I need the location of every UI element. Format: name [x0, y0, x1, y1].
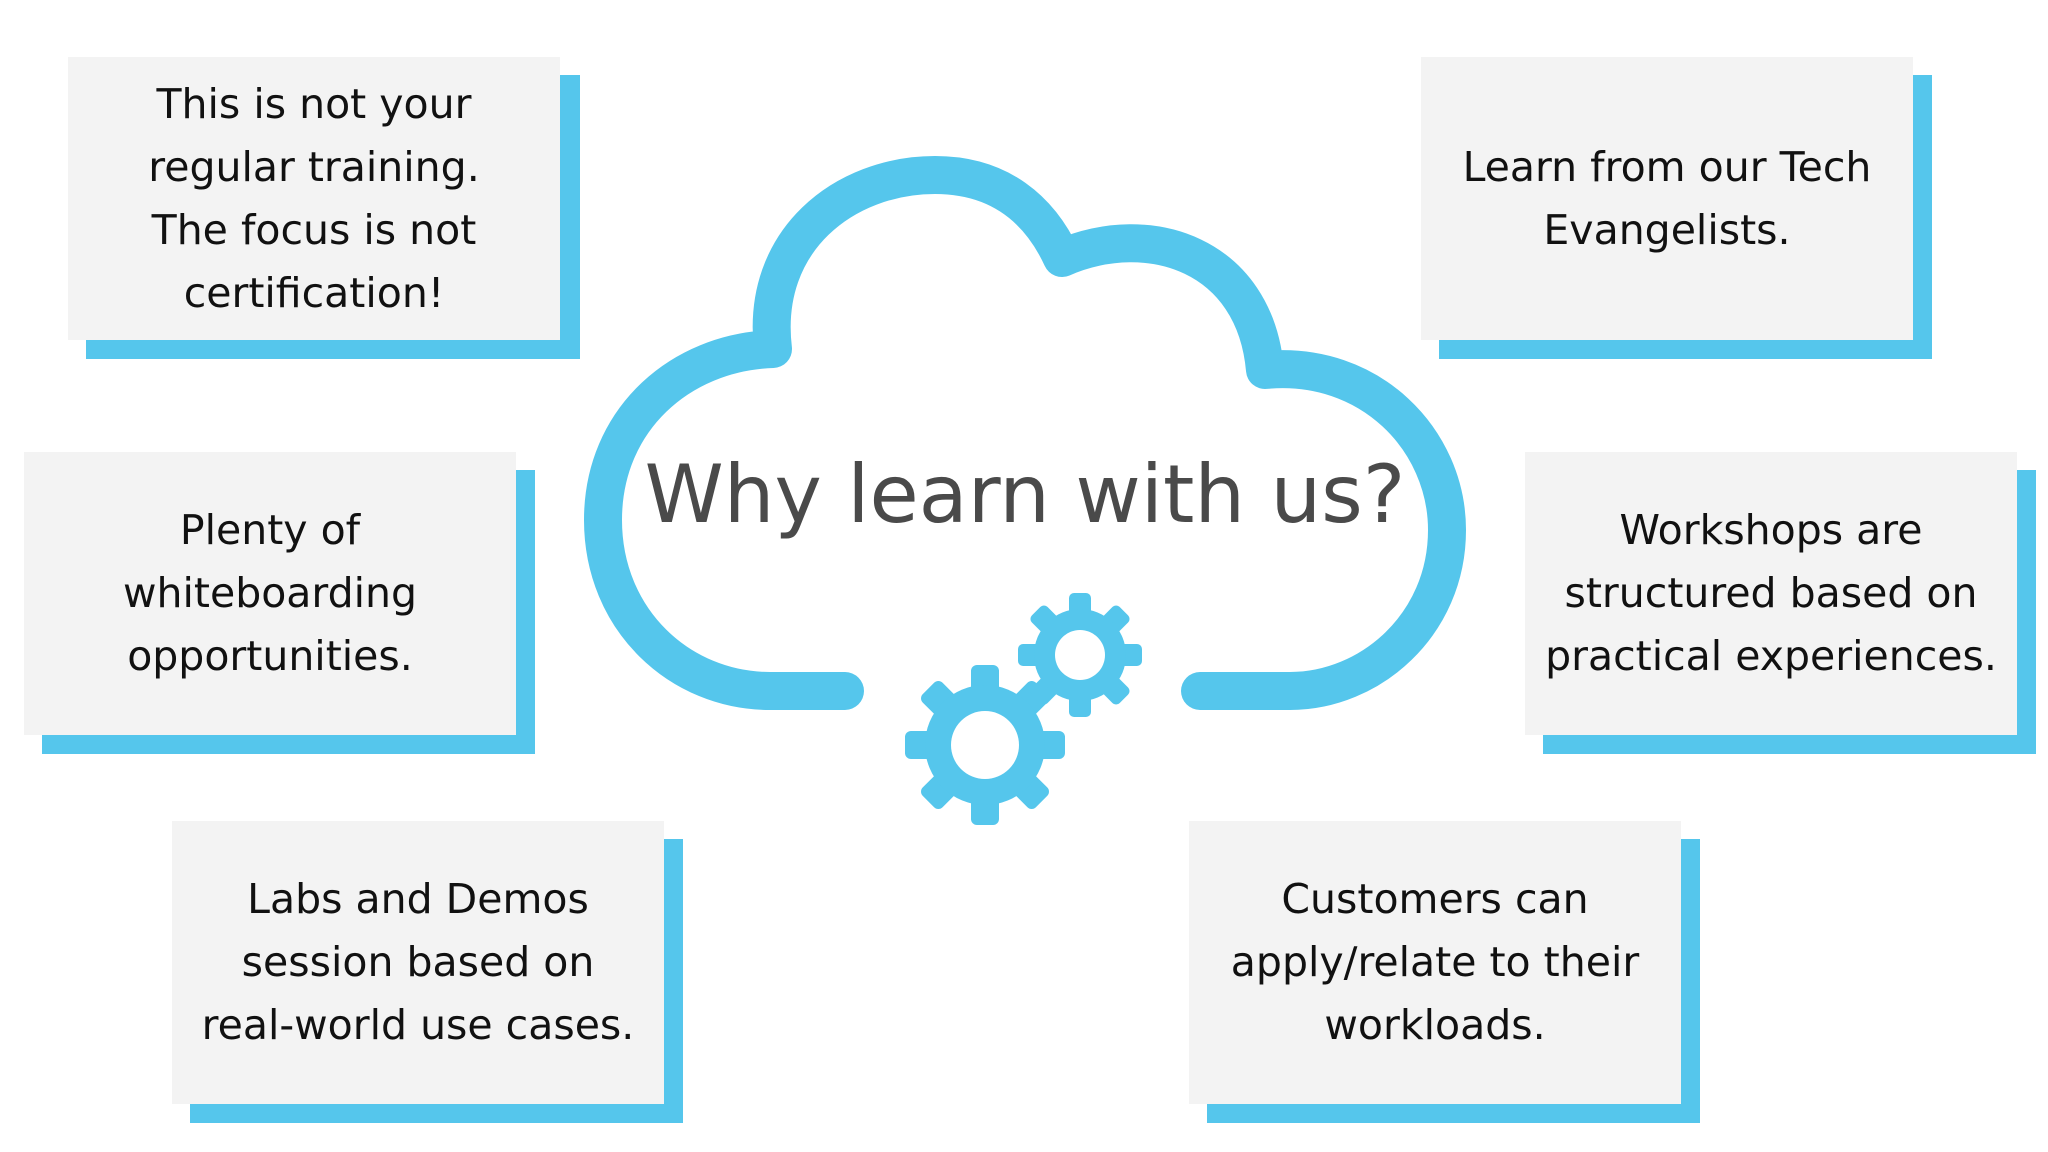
card-face: Plenty of whiteboarding opportunities. [24, 452, 516, 735]
card-line: certification! [183, 268, 445, 317]
card-line: Workshops are [1619, 506, 1923, 554]
card-text: Workshops are structured based on practi… [1545, 499, 1997, 688]
card-line: session based on [241, 938, 595, 986]
card-line: real-world use cases. [201, 1001, 635, 1049]
page-title: Why learn with us? [644, 448, 1406, 541]
card-face: Customers can apply/relate to their work… [1189, 821, 1681, 1104]
card-line: opportunities. [127, 632, 413, 680]
card-line: structured based on [1564, 569, 1978, 617]
card-whiteboarding: Plenty of whiteboarding opportunities. [24, 452, 535, 754]
card-line: Labs and Demos [247, 875, 589, 923]
card-line: practical experiences. [1545, 632, 1997, 680]
card-tech-evangelists: Learn from our Tech Evangelists. [1421, 57, 1932, 359]
card-line: Learn from our Tech [1462, 142, 1872, 191]
card-line: Customers can [1281, 875, 1589, 923]
card-line: regular training. [148, 142, 480, 191]
card-text: Plenty of whiteboarding opportunities. [123, 499, 417, 688]
card-text: Customers can apply/relate to their work… [1231, 868, 1639, 1057]
card-face: Learn from our Tech Evangelists. [1421, 57, 1913, 340]
card-face: Workshops are structured based on practi… [1525, 452, 2017, 735]
card-face: This is not your regular training. The f… [68, 57, 560, 340]
card-text: Learn from our Tech Evangelists. [1463, 136, 1872, 262]
card-line: Plenty of [179, 506, 361, 554]
card-line: workloads. [1324, 1001, 1546, 1049]
card-not-regular-training: This is not your regular training. The f… [68, 57, 580, 359]
card-text: Labs and Demos session based on real-wor… [202, 868, 635, 1057]
card-line: This is not your [156, 79, 472, 128]
card-labs-demos: Labs and Demos session based on real-wor… [172, 821, 683, 1123]
card-customers: Customers can apply/relate to their work… [1189, 821, 1700, 1123]
card-workshops: Workshops are structured based on practi… [1525, 452, 2036, 754]
card-line: whiteboarding [122, 569, 417, 617]
card-line: apply/relate to their [1230, 938, 1640, 986]
large-gear-icon [905, 665, 1065, 825]
card-text: This is not your regular training. The f… [148, 73, 479, 325]
card-line: Evangelists. [1543, 205, 1791, 254]
card-line: The focus is not [151, 205, 477, 254]
small-gear-icon [1018, 593, 1142, 717]
card-face: Labs and Demos session based on real-wor… [172, 821, 664, 1104]
cloud-outline [584, 156, 1466, 710]
